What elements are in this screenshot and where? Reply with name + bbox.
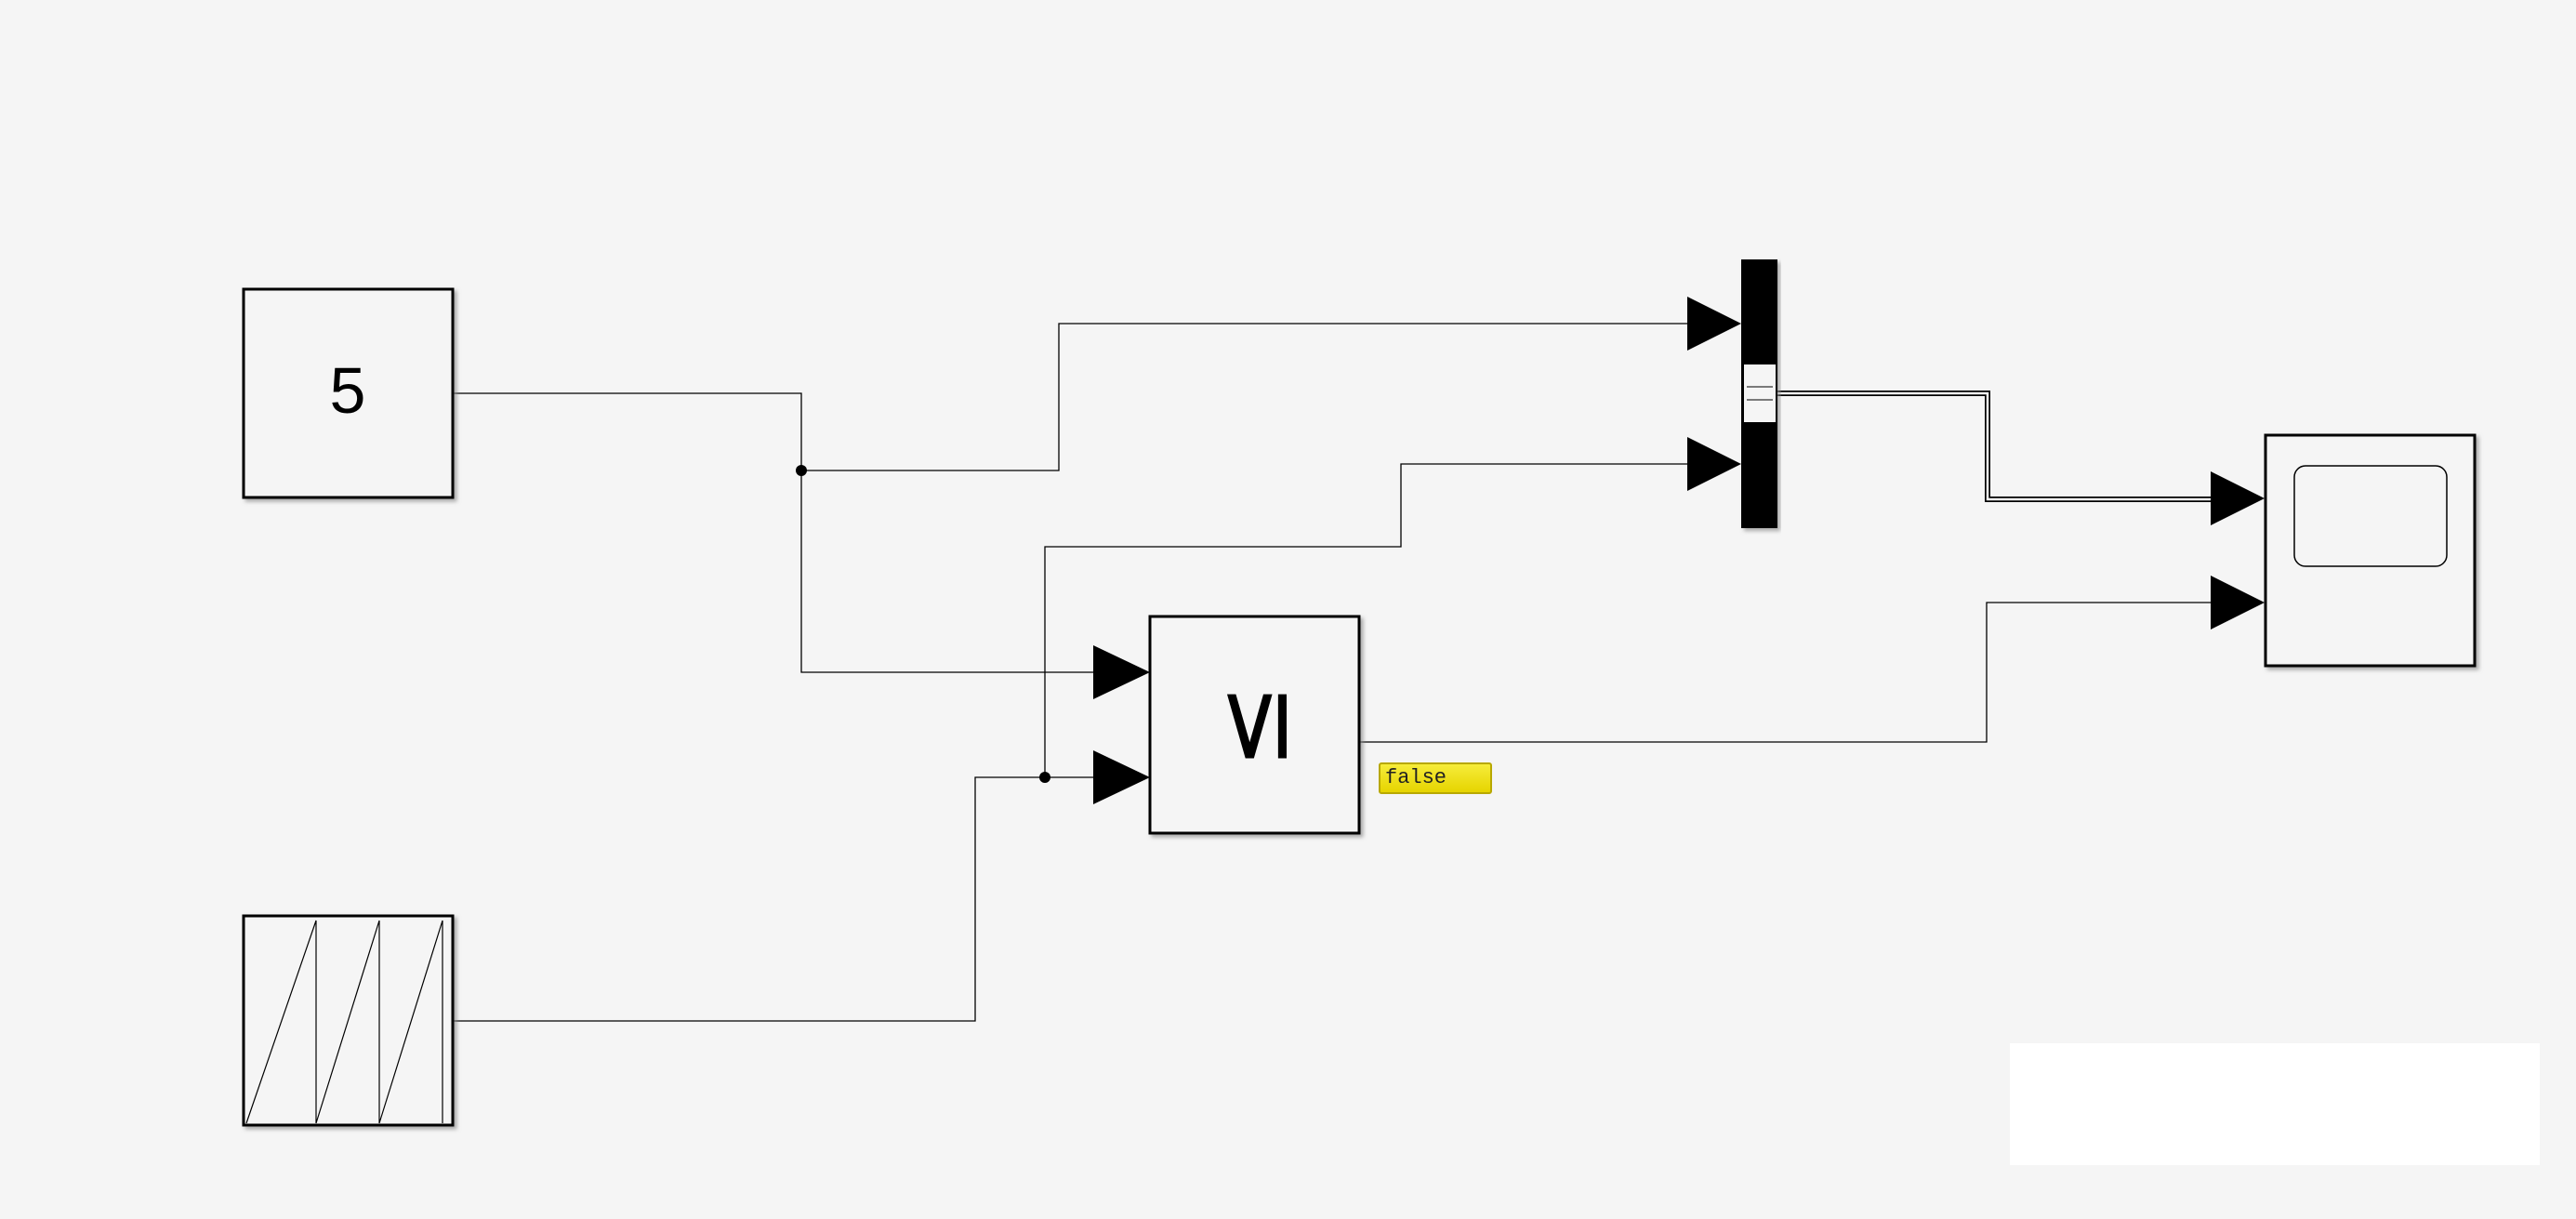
signal-lines xyxy=(454,323,2211,1022)
display-value-label: false xyxy=(1379,762,1492,794)
line-branch-to-mux-in2[interactable] xyxy=(1044,463,1687,777)
scope-input-port-2[interactable] xyxy=(2211,576,2265,629)
operator-symbol: ≤ xyxy=(1192,683,1311,769)
mux-block[interactable] xyxy=(1741,259,1777,528)
line-compare-to-scope-in2[interactable] xyxy=(1360,602,2211,743)
compare-input-port-1[interactable] xyxy=(1093,645,1150,699)
mux-input-port-2[interactable] xyxy=(1687,437,1741,491)
scope-screen-icon xyxy=(2293,465,2448,567)
branch-point xyxy=(796,465,807,476)
scope-block[interactable] xyxy=(2264,433,2477,668)
line-branch-to-mux-in1[interactable] xyxy=(801,323,1687,471)
relational-operator-block[interactable]: ≤ xyxy=(1148,615,1361,835)
constant-value: 5 xyxy=(330,354,366,427)
mux-input-port-1[interactable] xyxy=(1687,297,1741,351)
branch-point xyxy=(1039,772,1050,783)
sawtooth-generator-block[interactable] xyxy=(242,914,455,1127)
constant-block[interactable]: 5 xyxy=(242,287,455,499)
bus-line[interactable] xyxy=(1777,391,2211,502)
line-sawtooth-to-compare-in2[interactable] xyxy=(454,776,1093,1022)
compare-input-port-2[interactable] xyxy=(1093,750,1150,804)
line-constant-to-branch[interactable] xyxy=(454,392,1093,673)
port-arrows xyxy=(1093,297,2265,804)
blank-overlay-panel xyxy=(2010,1043,2540,1165)
sawtooth-wave-icon xyxy=(245,920,443,1124)
scope-input-port-1[interactable] xyxy=(2211,471,2265,525)
